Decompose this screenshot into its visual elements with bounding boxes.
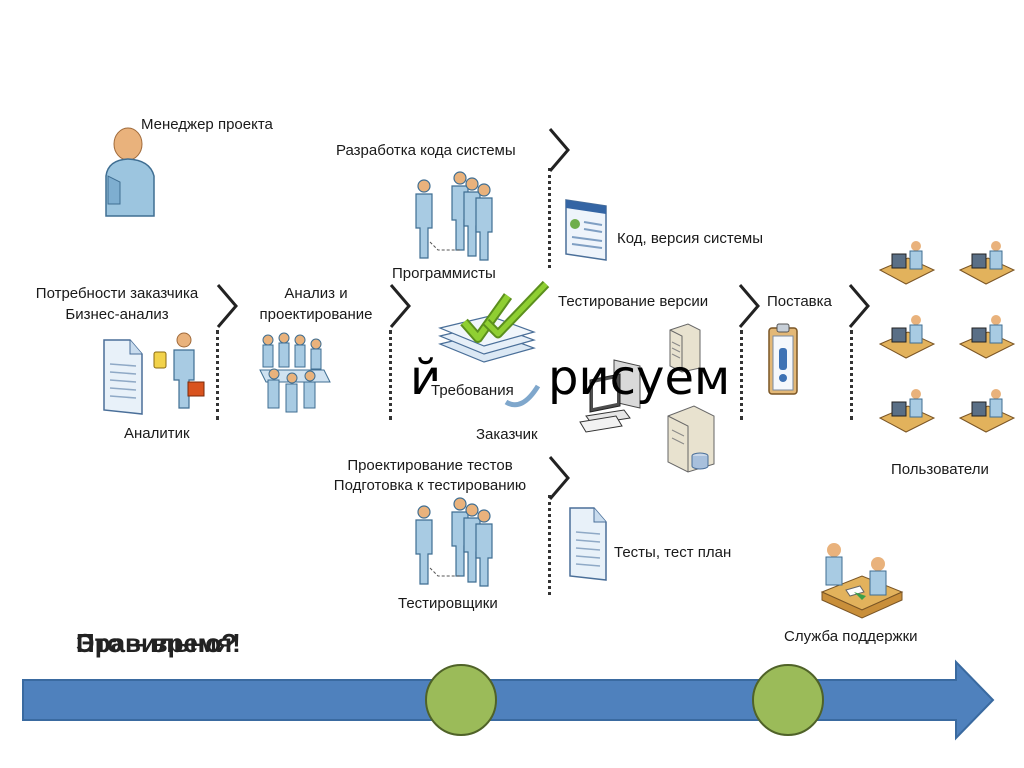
- programmers-group-icon: [415, 171, 493, 261]
- manager-person-icon: [105, 127, 155, 217]
- code-version-label: Код, версия системы: [617, 230, 764, 247]
- separator-analysis: [216, 330, 219, 420]
- user-desk-icon: [958, 315, 1016, 359]
- analyst-label: Аналитик: [124, 425, 190, 442]
- server-icon: [669, 323, 701, 373]
- testers-label: Тестировщики: [398, 595, 498, 612]
- testers-group-icon: [415, 497, 493, 587]
- programmers-label: Программисты: [392, 265, 496, 282]
- separator-testing: [740, 330, 743, 420]
- question-text: Правильно?: [76, 628, 237, 658]
- requirements-stack-icon: [438, 280, 550, 363]
- support-desk-icon: [820, 543, 904, 619]
- tests-plan-label: Тесты, тест план: [614, 544, 732, 561]
- chevron-right-icon: [389, 284, 411, 328]
- code-window-icon: [565, 199, 607, 261]
- customer-label: Заказчик: [476, 426, 538, 443]
- test-design-line: Проектирование тестов: [347, 457, 513, 474]
- needs-label: Потребности заказчика Бизнес-анализ: [22, 284, 212, 324]
- user-desk-icon: [958, 389, 1016, 433]
- manager-label: Менеджер проекта: [141, 116, 273, 133]
- workstation-icon: [579, 359, 641, 433]
- dev-code-label: Разработка кода системы: [336, 142, 516, 159]
- user-desk-icon: [878, 389, 936, 433]
- delivery-label: Поставка: [767, 293, 832, 310]
- clipboard-icon: [768, 323, 798, 395]
- tests-document-icon: [569, 507, 607, 581]
- analysis-design-label: Анализ и проектирование: [248, 284, 384, 324]
- timeline-arrow: [22, 659, 995, 741]
- business-analysis-line: Бизнес-анализ: [65, 306, 169, 323]
- overlay-text-right: рисуем: [548, 350, 731, 406]
- test-design-label: Проектирование тестов Подготовка к тести…: [312, 456, 548, 495]
- document-icon: [103, 339, 143, 415]
- database-server-icon: [667, 405, 715, 473]
- analysis-design-line2: проектирование: [259, 306, 373, 323]
- users-label: Пользователи: [891, 461, 989, 478]
- analysis-design-line1: Анализ и: [284, 285, 348, 302]
- separator-dev: [548, 168, 551, 268]
- chevron-right-icon: [848, 284, 870, 328]
- support-label: Служба поддержки: [784, 628, 918, 645]
- timeline-marker: [752, 664, 824, 736]
- user-desk-icon: [878, 315, 936, 359]
- answer-text: Это – время!: [76, 628, 241, 658]
- version-testing-label: Тестирование версии: [558, 293, 709, 310]
- timeline-marker: [425, 664, 497, 736]
- needs-line: Потребности заказчика: [35, 285, 199, 302]
- separator-testdesign: [548, 495, 551, 595]
- customer-arc-icon: [504, 384, 541, 408]
- chevron-right-icon: [216, 284, 238, 328]
- analyst-person-icon: [153, 332, 205, 409]
- user-desk-icon: [958, 241, 1016, 285]
- chevron-right-icon: [548, 456, 570, 500]
- chevron-right-icon: [738, 284, 760, 328]
- meeting-group-icon: [259, 332, 331, 413]
- chevron-right-icon: [548, 128, 570, 172]
- requirements-label: Требования: [431, 381, 514, 400]
- test-prep-line: Подготовка к тестированию: [333, 477, 527, 494]
- separator-delivery: [850, 330, 853, 420]
- user-desk-icon: [878, 241, 936, 285]
- separator-design: [389, 330, 392, 420]
